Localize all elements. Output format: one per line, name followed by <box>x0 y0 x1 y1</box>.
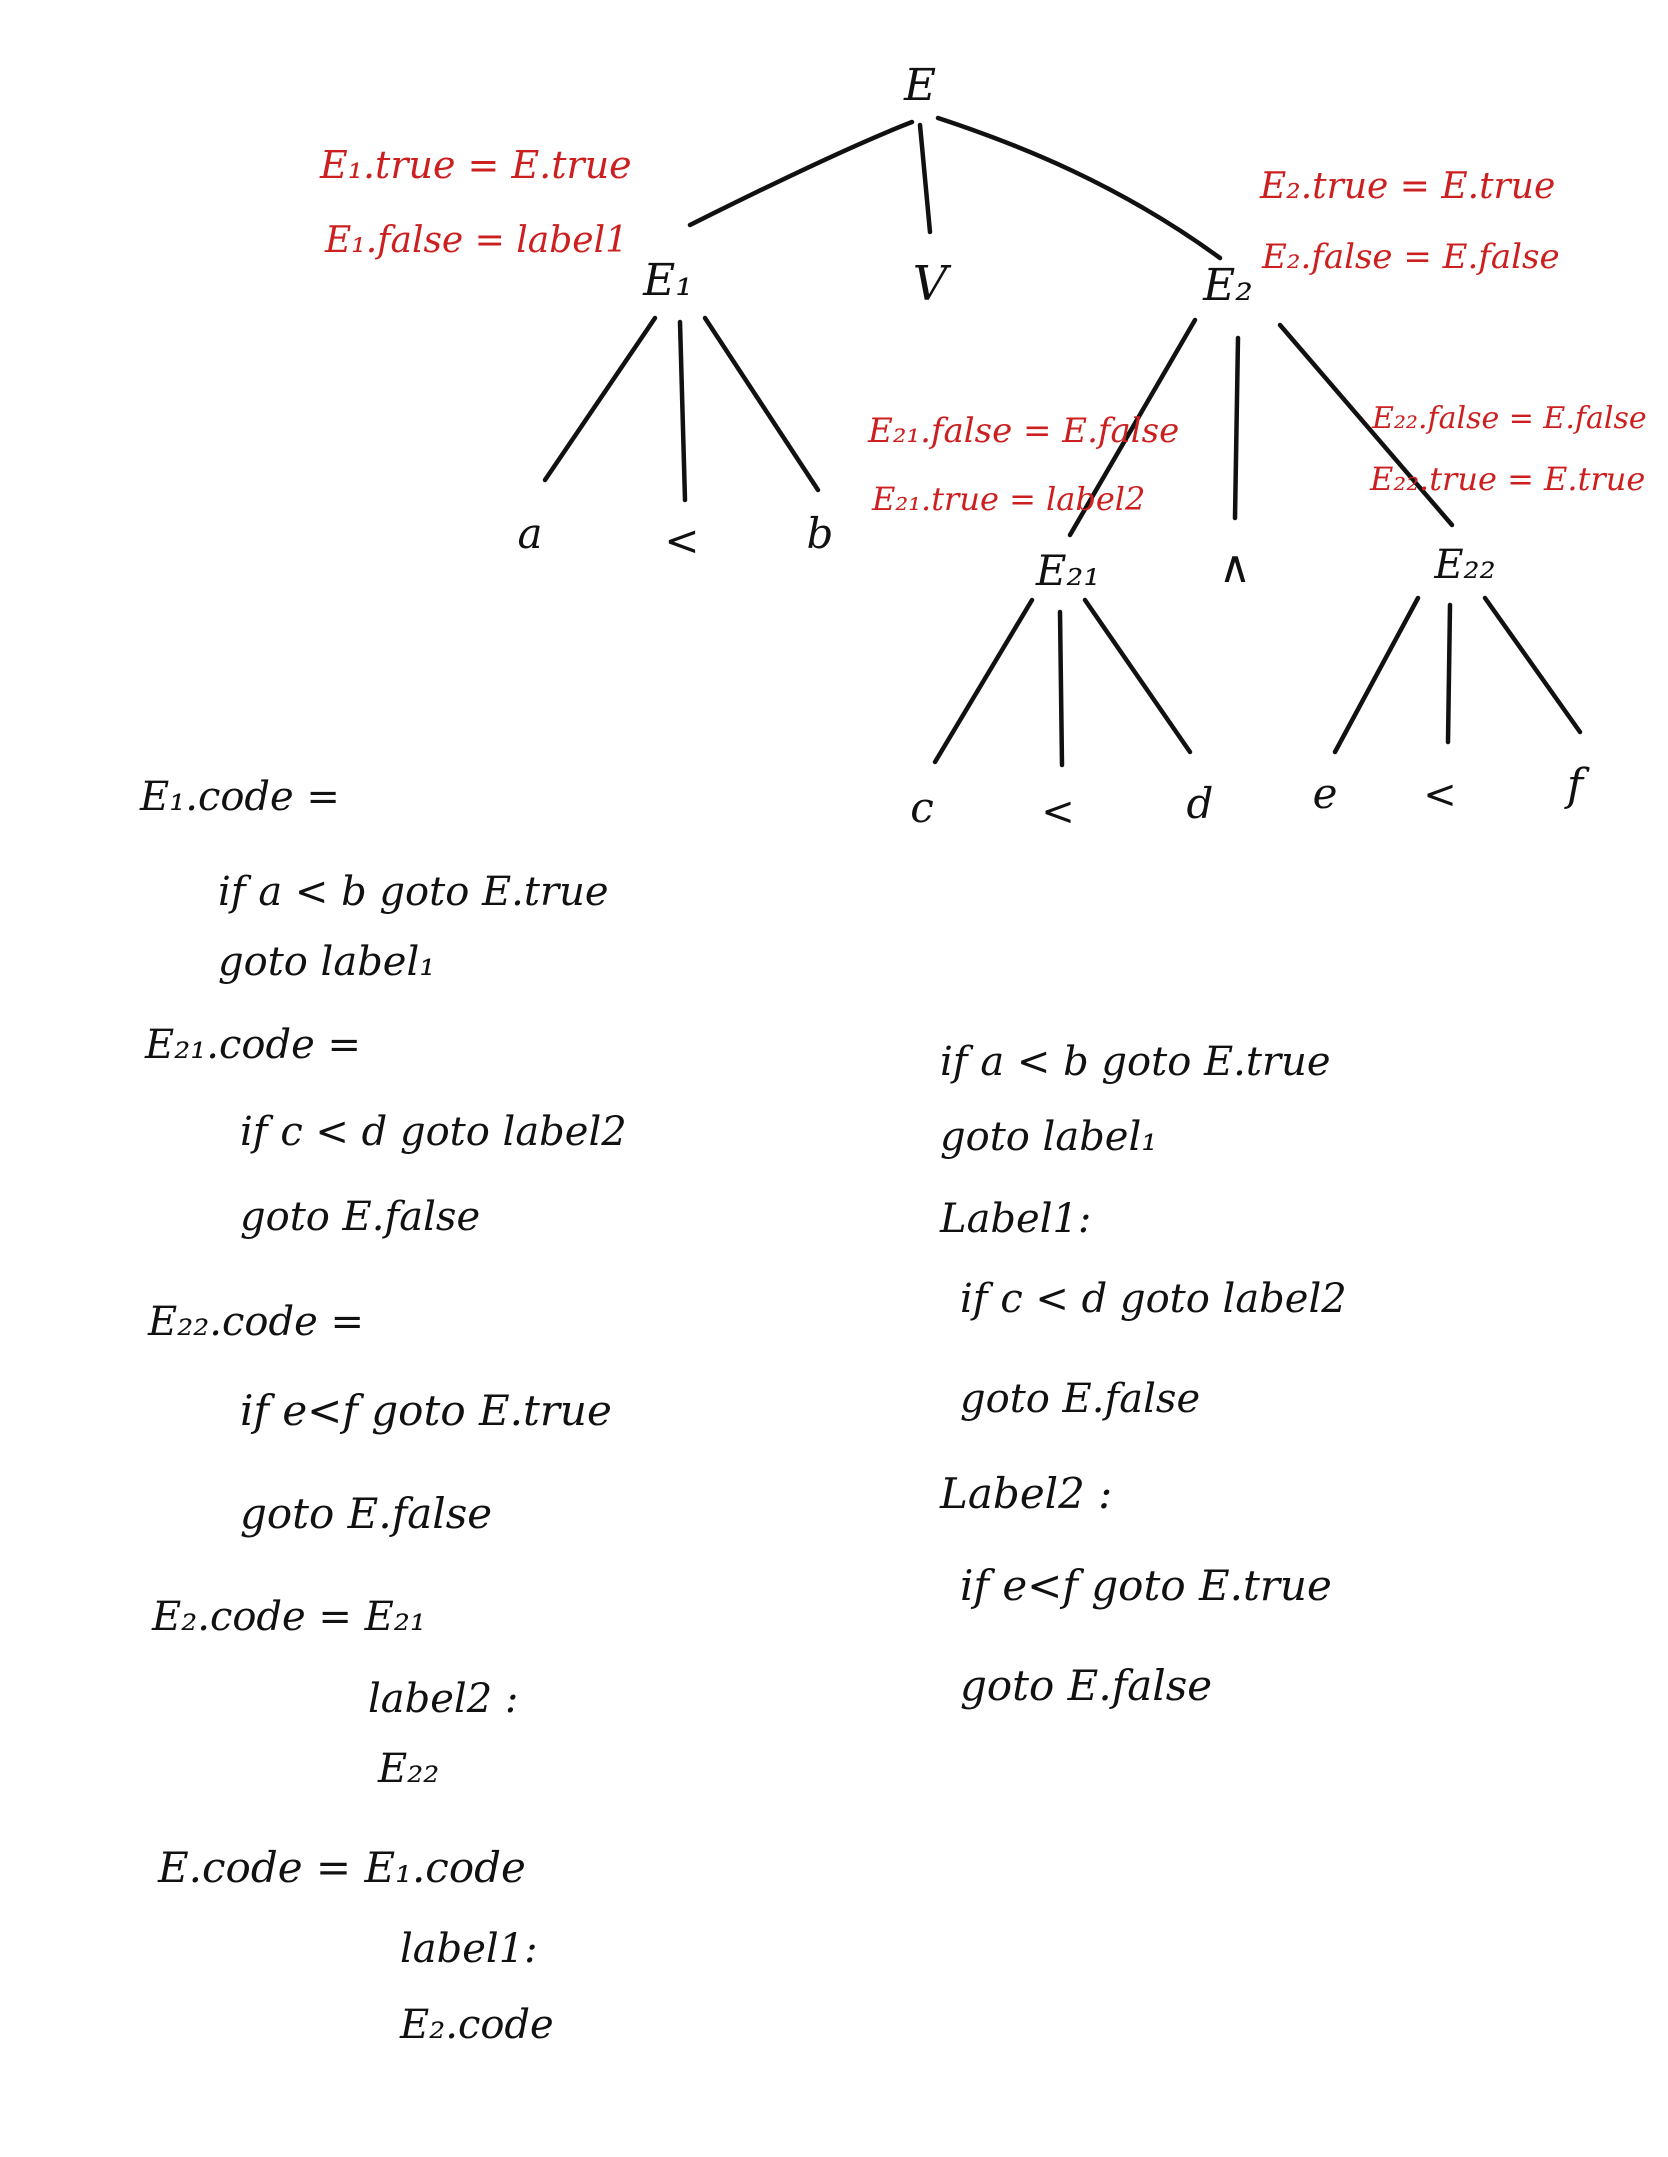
tree-edges <box>542 115 1583 768</box>
e2-code-line2: E₂₂ <box>377 1746 439 1792</box>
node-d: d <box>1187 779 1214 828</box>
combined-code-line7: if e<f goto E.true <box>960 1561 1332 1610</box>
annotation-e21-true: E₂₁.true = label2 <box>871 480 1145 518</box>
node-lt3: < <box>1423 772 1457 818</box>
e21-code-head: E₂₁.code = <box>144 1022 361 1068</box>
edge-e2-and <box>1232 335 1241 521</box>
edge-e-or <box>917 122 933 235</box>
annotation-e2-true: E₂.true = E.true <box>1259 166 1555 207</box>
tree-annotations: E₁.true = E.true E₁.false = label1 E₂.tr… <box>319 143 1647 518</box>
e1-code-head: E₁.code = <box>139 774 340 820</box>
annotation-e1-true: E₁.true = E.true <box>319 143 632 187</box>
node-c: c <box>910 783 934 832</box>
e2-code-line1: label2 : <box>368 1676 518 1722</box>
e22-code-line1: if e<f goto E.true <box>240 1386 612 1435</box>
combined-code-line1: if a < b goto E.true <box>940 1039 1331 1085</box>
edge-e1-a <box>542 315 658 483</box>
edge-e22-f <box>1482 595 1583 735</box>
edge-e22-lt3 <box>1445 602 1453 745</box>
annotation-e22-false: E₂₂.false = E.false <box>1371 401 1647 436</box>
node-b: b <box>807 509 834 558</box>
edge-e22-e <box>1332 595 1421 755</box>
node-e: E <box>903 60 936 111</box>
combined-code-line6: Label2 : <box>939 1469 1112 1518</box>
edge-e2-e22 <box>1277 322 1455 528</box>
combined-code-line8: goto E.false <box>960 1661 1212 1710</box>
e22-code-head: E₂₂.code = <box>147 1299 364 1345</box>
node-f: f <box>1564 760 1590 811</box>
edge-e1-b <box>702 315 821 493</box>
e-code-head: E.code = E₁.code <box>157 1843 526 1892</box>
e-code-line2: E₂.code <box>399 2002 554 2048</box>
combined-code-line2: goto label₁ <box>940 1114 1157 1160</box>
edge-e2-e21 <box>1067 317 1198 538</box>
edge-e1-lt1 <box>677 319 688 503</box>
combined-code-line4: if c < d goto label2 <box>960 1276 1347 1322</box>
e1-code-line2: goto label₁ <box>218 939 435 985</box>
annotation-e1-false: E₁.false = label1 <box>324 220 628 261</box>
node-e21: E₂₁ <box>1035 546 1100 595</box>
node-e1: E₁ <box>642 255 693 306</box>
combined-code-line3: Label1: <box>939 1196 1091 1242</box>
e-code-line1: label1: <box>400 1926 538 1972</box>
e22-code-line2: goto E.false <box>240 1489 492 1538</box>
node-or: V <box>913 256 952 312</box>
code-right: if a < b goto E.true goto label₁ Label1:… <box>939 1039 1347 1710</box>
combined-code-line5: goto E.false <box>960 1376 1200 1422</box>
edge-e-e1 <box>687 119 915 228</box>
node-e2: E₂ <box>1202 260 1253 311</box>
annotation-e21-false: E₂₁.false = E.false <box>867 411 1179 451</box>
node-e-leaf: e <box>1313 769 1338 818</box>
node-lt1: < <box>664 516 699 565</box>
tree-nodes: E E₁ V E₂ a < b E₂₁ ∧ E₂₂ c < d e < f <box>517 60 1589 835</box>
edge-e21-c <box>932 597 1035 765</box>
node-and: ∧ <box>1219 542 1251 593</box>
node-a: a <box>517 509 542 558</box>
e2-code-head: E₂.code = E₂₁ <box>151 1594 426 1640</box>
e21-code-line1: if c < d goto label2 <box>240 1109 627 1155</box>
edge-e21-d <box>1082 597 1193 755</box>
node-lt2: < <box>1041 789 1075 835</box>
node-e22: E₂₂ <box>1433 542 1495 588</box>
edge-e21-lt2 <box>1057 609 1065 768</box>
e1-code-line1: if a < b goto E.true <box>218 869 609 915</box>
e21-code-line2: goto E.false <box>240 1194 480 1240</box>
annotation-e22-true: E₂₂.true = E.true <box>1369 460 1645 498</box>
code-left: E₁.code = if a < b goto E.true goto labe… <box>139 774 627 2048</box>
edge-e-e2 <box>935 115 1223 261</box>
annotation-e2-false: E₂.false = E.false <box>1261 237 1560 277</box>
